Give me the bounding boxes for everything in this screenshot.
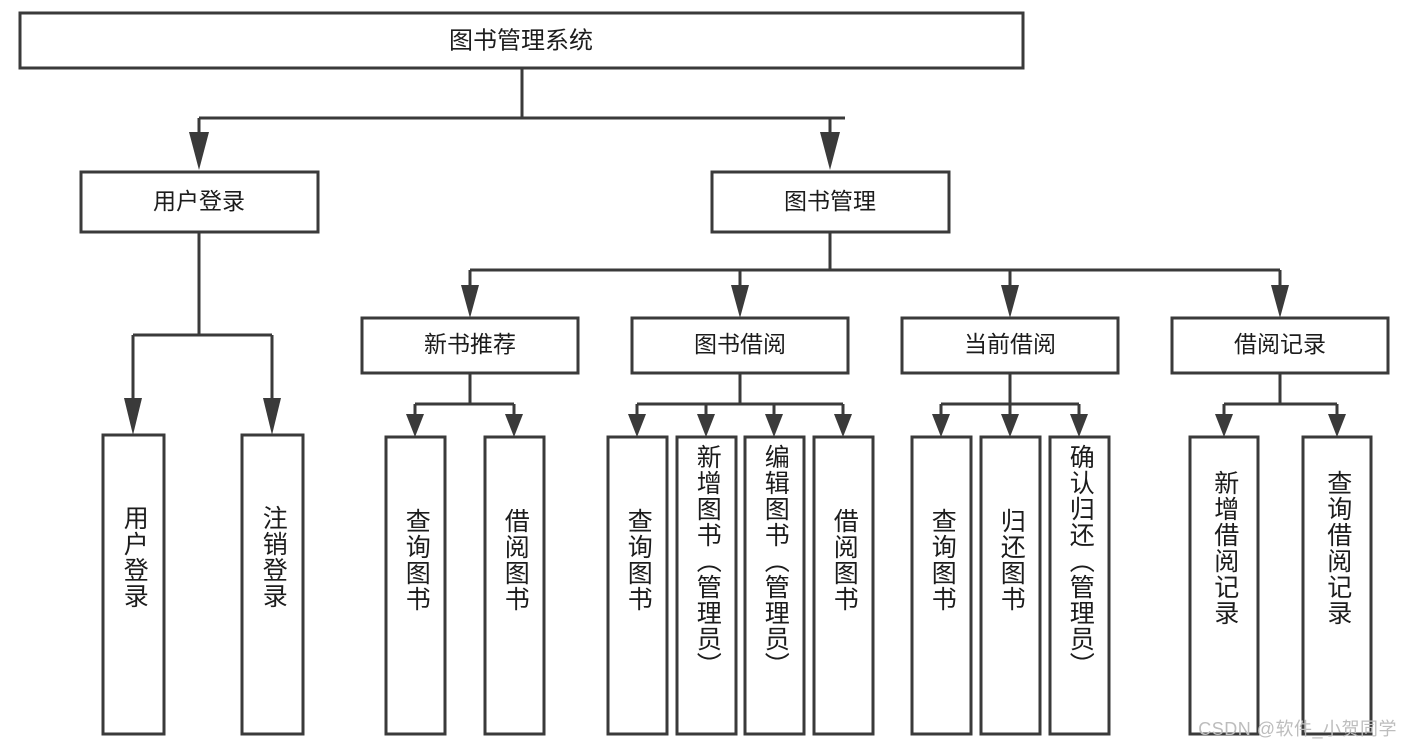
leaf-group-book-borrow xyxy=(606,435,875,736)
arrow-record-l2-icon xyxy=(1328,414,1346,437)
node-current-borrow[interactable]: 当前借阅 xyxy=(900,316,1120,375)
node-book-manage-box[interactable] xyxy=(710,170,951,234)
arrow-newbook-l2-icon xyxy=(505,414,523,437)
arrow-book-to-c2-icon xyxy=(731,285,749,318)
leaf-user-login-box[interactable] xyxy=(101,433,166,736)
leaf-group-borrow-record xyxy=(1188,435,1373,736)
arrow-borrow-l1-icon xyxy=(628,414,646,437)
leaf-record-add-box[interactable] xyxy=(1188,435,1260,736)
connector-group-user-login xyxy=(124,232,281,435)
arrow-borrow-l2-icon xyxy=(697,414,715,437)
node-user-login[interactable]: 用户登录 xyxy=(79,170,320,234)
node-current-borrow-label: 当前借阅 xyxy=(964,331,1056,357)
leaf-newbook-query-book-box[interactable] xyxy=(384,435,447,736)
leaf-current-confirm-return-box[interactable] xyxy=(1048,435,1111,736)
arrow-root-to-book-icon xyxy=(820,132,840,170)
leaf-group-new-book-recommend xyxy=(384,435,546,736)
leaf-newbook-borrow-book-box[interactable] xyxy=(483,435,546,736)
watermark-text: CSDN @软件_小贺同学 xyxy=(1198,719,1397,739)
arrow-user-leaf1-icon xyxy=(124,398,142,435)
node-root-system-box[interactable] xyxy=(18,11,1025,70)
node-borrow-record[interactable]: 借阅记录 xyxy=(1170,316,1390,375)
node-root-system-label: 图书管理系统 xyxy=(449,27,593,54)
node-user-login-box[interactable] xyxy=(79,170,320,234)
leaf-group-user-login xyxy=(101,433,305,736)
arrow-current-l2-icon xyxy=(1001,414,1019,437)
leaf-current-return-book-box[interactable] xyxy=(979,435,1042,736)
leaf-borrow-edit-book-box[interactable] xyxy=(743,435,806,736)
node-book-borrow-label: 图书借阅 xyxy=(694,331,786,357)
node-current-borrow-box[interactable] xyxy=(900,316,1120,375)
connector-group-current-borrow xyxy=(932,373,1088,437)
node-book-borrow[interactable]: 图书借阅 xyxy=(630,316,850,375)
leaf-borrow-borrow-book-box[interactable] xyxy=(812,435,875,736)
arrow-borrow-l4-icon xyxy=(834,414,852,437)
node-book-borrow-box[interactable] xyxy=(630,316,850,375)
connector-group-book-manage xyxy=(461,232,1289,318)
connector-group-book-borrow xyxy=(628,373,852,437)
arrow-borrow-l3-icon xyxy=(765,414,783,437)
leaf-group-current-borrow xyxy=(910,435,1111,736)
connector-group-new-book xyxy=(406,373,523,437)
node-user-login-label: 用户登录 xyxy=(153,188,245,214)
arrow-newbook-l1-icon xyxy=(406,414,424,437)
node-new-book-recommend-box[interactable] xyxy=(360,316,580,375)
node-new-book-recommend[interactable]: 新书推荐 xyxy=(360,316,580,375)
leaf-logout-box[interactable] xyxy=(240,433,305,736)
arrow-current-l3-icon xyxy=(1070,414,1088,437)
connector-group-borrow-record xyxy=(1215,373,1346,437)
arrow-book-to-c1-icon xyxy=(461,285,479,318)
node-new-book-recommend-label: 新书推荐 xyxy=(424,331,516,357)
arrow-book-to-c3-icon xyxy=(1001,285,1019,318)
node-root-system[interactable]: 图书管理系统 xyxy=(18,11,1025,70)
node-borrow-record-label: 借阅记录 xyxy=(1234,331,1326,357)
arrow-root-to-user-icon xyxy=(189,132,209,170)
arrow-record-l1-icon xyxy=(1215,414,1233,437)
arrow-current-l1-icon xyxy=(932,414,950,437)
leaf-borrow-add-book-box[interactable] xyxy=(675,435,738,736)
node-book-manage-label: 图书管理 xyxy=(784,188,876,214)
leaf-current-query-book-box[interactable] xyxy=(910,435,973,736)
leaf-borrow-query-book-box[interactable] xyxy=(606,435,669,736)
node-book-manage[interactable]: 图书管理 xyxy=(710,170,951,234)
connector-group-root xyxy=(189,68,845,170)
node-borrow-record-box[interactable] xyxy=(1170,316,1390,375)
leaf-record-query-box[interactable] xyxy=(1301,435,1373,736)
arrow-book-to-c4-icon xyxy=(1271,285,1289,318)
arrow-user-leaf2-icon xyxy=(263,398,281,435)
